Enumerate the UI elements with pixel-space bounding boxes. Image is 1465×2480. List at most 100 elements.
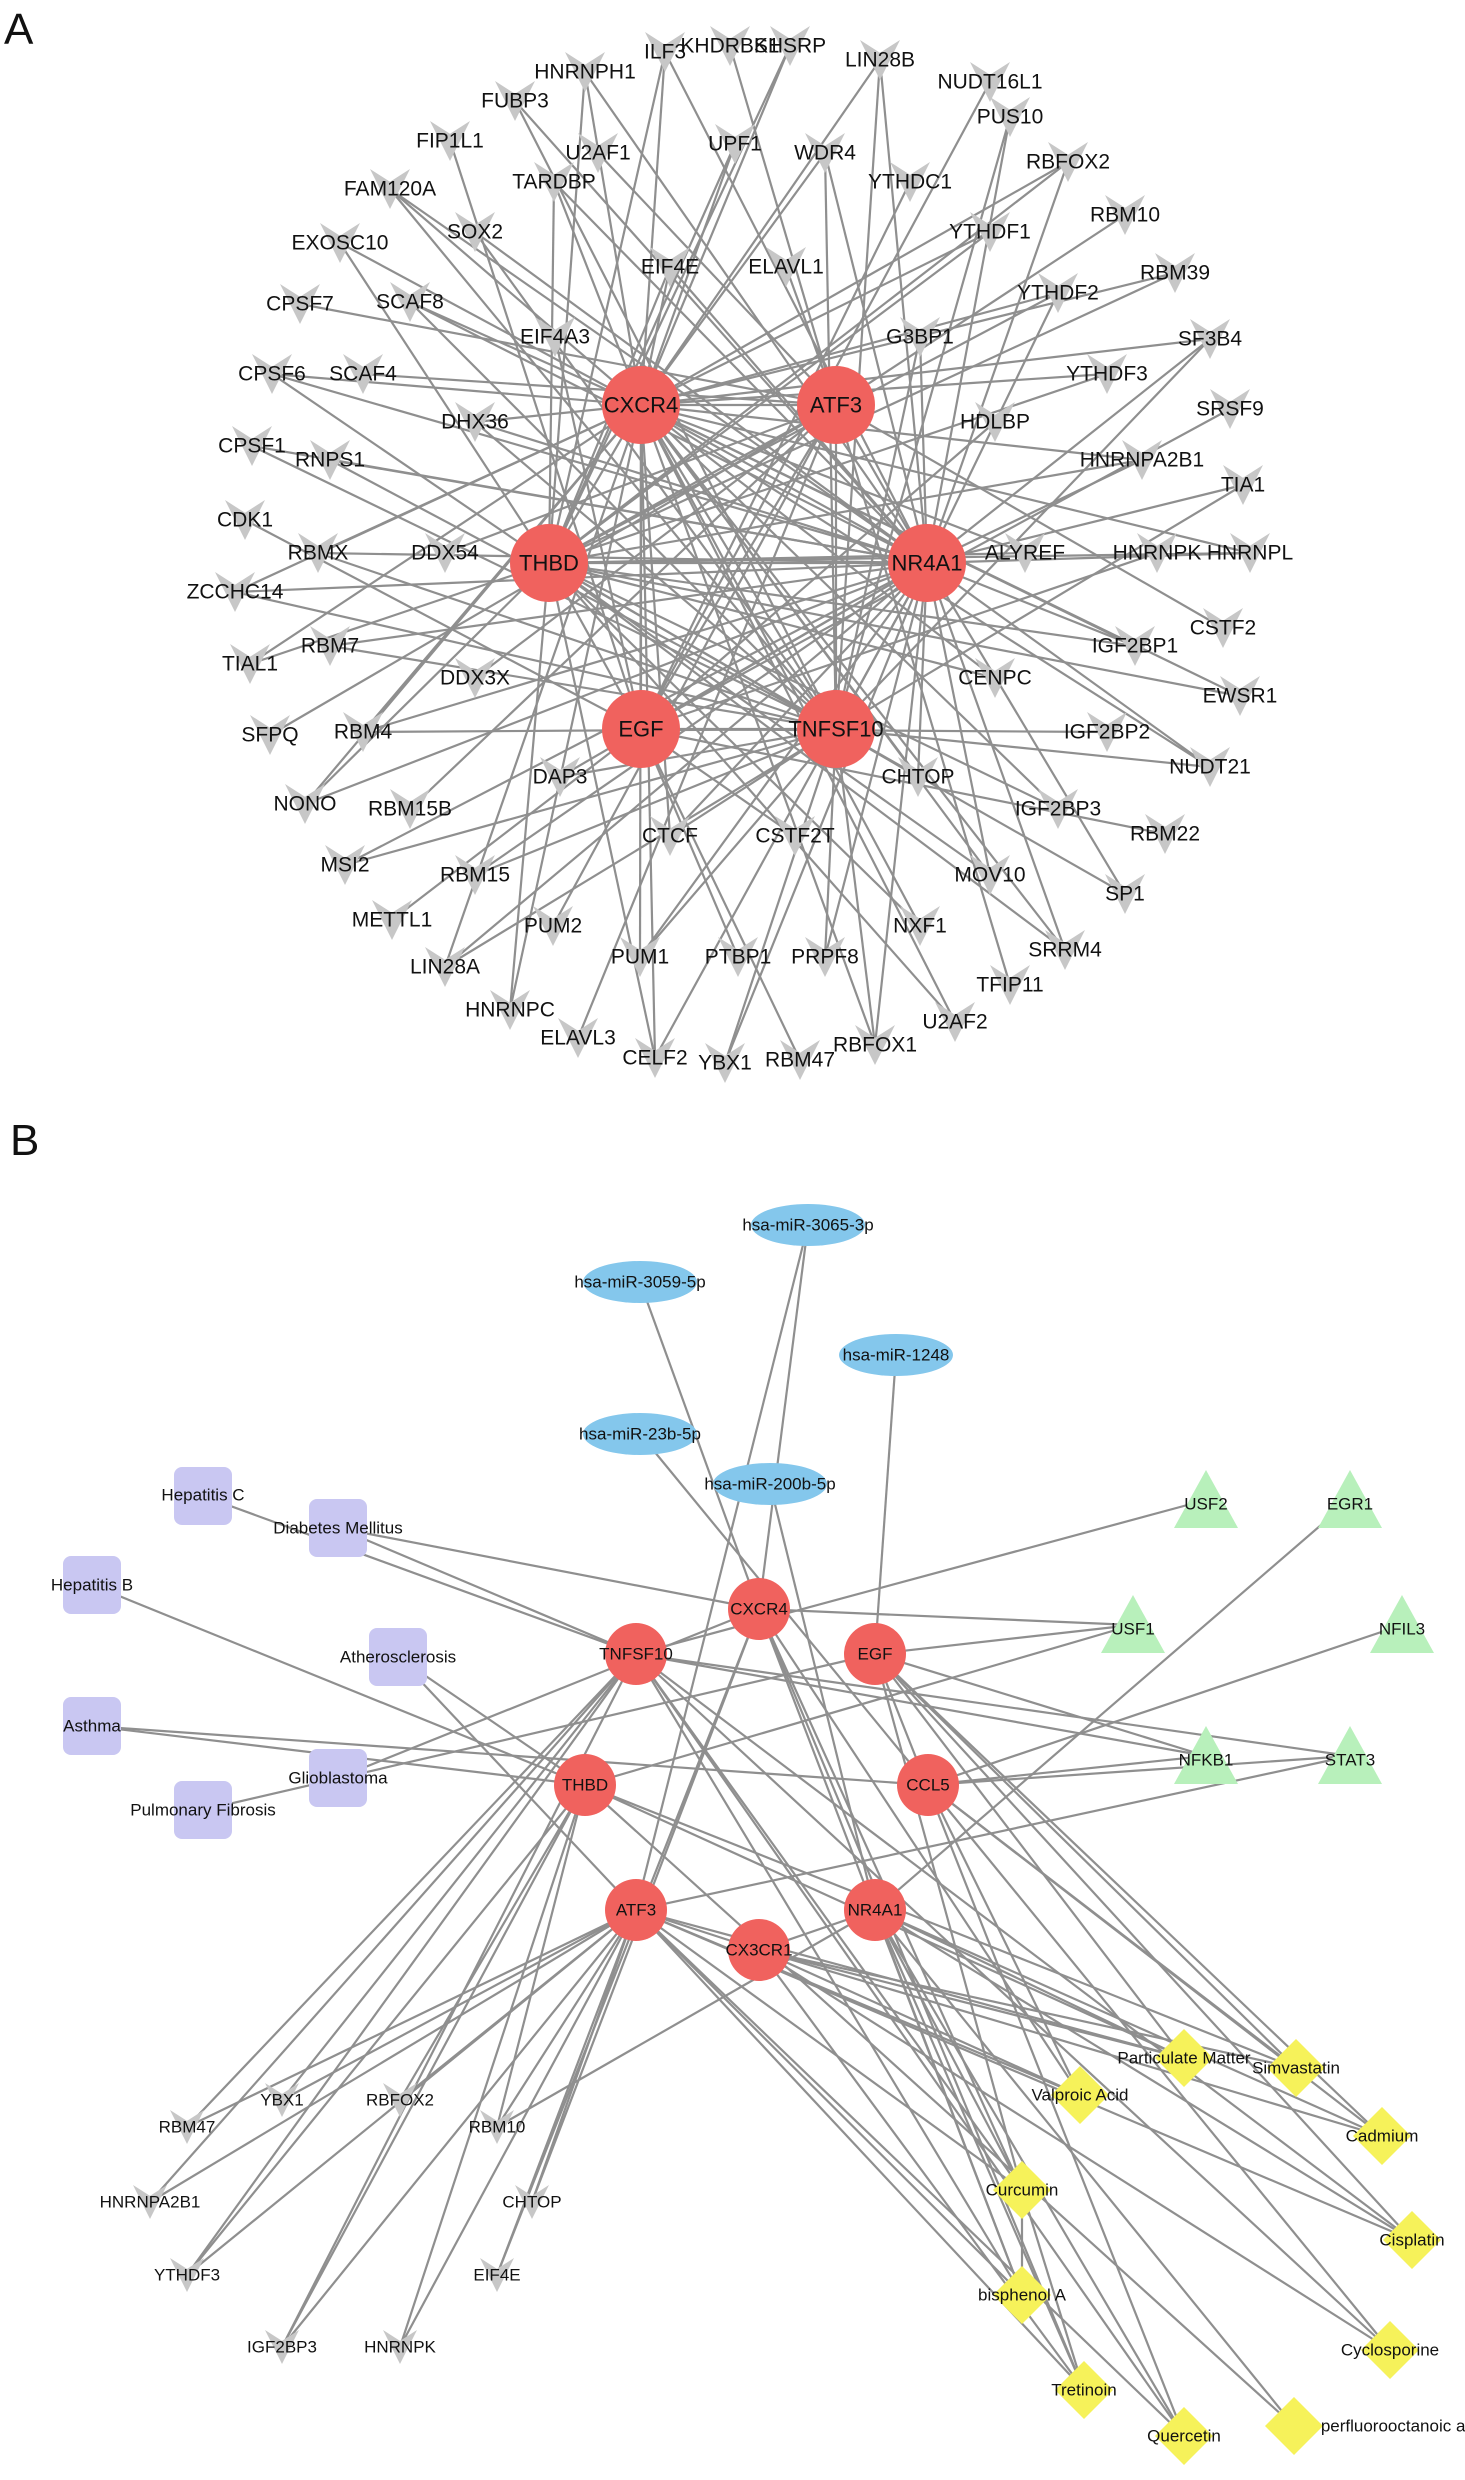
node-ythdf1-shape: [970, 212, 1010, 252]
edge-nr4a1-cadmium: [874, 1908, 1383, 2138]
disease-asthma-label: Asthma: [63, 1717, 121, 1736]
node-fip1l1: FIP1L1: [416, 121, 484, 161]
rbp-chtop-label: CHTOP: [502, 2193, 561, 2212]
node-sf3b4-shape: [1190, 319, 1230, 359]
hub-b-ccl5-label: CCL5: [906, 1776, 949, 1795]
chemical-particulate-matter: Particulate Matter: [1117, 2029, 1251, 2087]
rbp-ybx1: YBX1: [260, 2083, 304, 2117]
node-g3bp1-shape: [900, 317, 940, 357]
disease-atherosclerosis-shape: [369, 1628, 427, 1686]
node-cdk1-shape: [225, 500, 265, 540]
edge-thbd-mov10: [548, 562, 991, 876]
rbp-rbm47: RBM47: [159, 2110, 215, 2144]
node-tia1: TIA1: [1221, 465, 1265, 505]
node-scaf4: SCAF4: [329, 354, 397, 394]
panel-a-label: A: [4, 5, 34, 54]
disease-glioblastoma-shape: [309, 1749, 367, 1807]
node-srrm4-shape: [1045, 930, 1085, 970]
node-chtop-label: CHTOP: [881, 766, 954, 789]
hub-b-tnfsf10-circle: [605, 1623, 667, 1685]
chemical-perfluorooctanoic-acid-shape: [1265, 2397, 1323, 2455]
node-tia1-label: TIA1: [1221, 474, 1265, 497]
node-cenpc: CENPC: [958, 658, 1032, 698]
node-msi2-label: MSI2: [320, 854, 369, 877]
node-lin28a: LIN28A: [410, 947, 480, 987]
node-cstf2t: CSTF2T: [755, 816, 835, 856]
node-hnrnpk: HNRNPK: [1113, 533, 1201, 573]
edge-cxcr4-rbfox2: [640, 161, 1069, 406]
edge-thbd-rbfox2: [399, 1784, 586, 2101]
node-tia1-shape: [1223, 465, 1263, 505]
node-chtop-shape: [898, 757, 938, 797]
edge-atf3-ddx3x: [474, 404, 837, 679]
node-rbm15: RBM15: [440, 855, 510, 895]
edge-egf-hsa-mir-1248: [873, 1354, 898, 1655]
node-exosc10-shape: [320, 223, 360, 263]
edge-cxcr4-khsrp: [639, 45, 792, 406]
edge-thbd-celf2: [547, 562, 657, 1059]
node-mettl1-label: METTL1: [352, 909, 433, 932]
node-celf2-label: CELF2: [622, 1047, 687, 1070]
edge-egf-mettl1: [391, 728, 642, 921]
rbp-rbm10: RBM10: [469, 2110, 525, 2144]
node-rbfox1-shape: [855, 1025, 895, 1065]
node-exosc10: EXOSC10: [292, 223, 388, 263]
node-mettl1-shape: [372, 900, 412, 940]
chemical-simvastatin-shape: [1267, 2039, 1325, 2097]
node-ythdf2-label: YTHDF2: [1017, 282, 1099, 305]
edge-nr4a1-fubp3: [514, 100, 928, 564]
tf-egr1-shape: [1318, 1470, 1382, 1528]
node-ythdc1: YTHDC1: [868, 162, 952, 202]
chemical-curcumin-label: Curcumin: [986, 2181, 1059, 2200]
node-mov10-shape: [970, 855, 1010, 895]
hub-atf3: ATF3: [797, 366, 875, 444]
tf-usf2-label: USF2: [1184, 1495, 1227, 1514]
node-ptbp1-label: PTBP1: [705, 946, 772, 969]
node-cpsf7-label: CPSF7: [266, 293, 334, 316]
tf-egr1: EGR1: [1318, 1470, 1382, 1528]
rbp-hnrnpa2b1-label: HNRNPA2B1: [100, 2193, 201, 2212]
node-chtop: CHTOP: [881, 757, 955, 797]
node-ythdf2-shape: [1038, 273, 1078, 313]
chemical-valproic-acid-label: Valproic Acid: [1031, 2086, 1128, 2105]
hub-b-egf: EGF: [844, 1623, 906, 1685]
node-lin28b-label: LIN28B: [845, 49, 915, 72]
node-sp1-shape: [1105, 874, 1145, 914]
node-cstf2: CSTF2: [1190, 608, 1256, 648]
mirna-hsa-mir-23b-5p: hsa-miR-23b-5p: [579, 1413, 701, 1455]
node-lin28b-shape: [860, 40, 900, 80]
node-cpsf7: CPSF7: [266, 284, 334, 324]
edge-cx3cr1-valproic-acid: [758, 1948, 1081, 2097]
node-fip1l1-label: FIP1L1: [416, 130, 484, 153]
edge-egf-fip1l1: [448, 140, 643, 730]
node-rbm10-label: RBM10: [1090, 204, 1160, 227]
node-u2af1-shape: [578, 133, 618, 173]
rbp-rbm47-shape: [170, 2110, 204, 2144]
node-mettl1: METTL1: [352, 900, 433, 940]
node-rbm10-shape: [1105, 195, 1145, 235]
edge-thbd-hnrnpk: [398, 1784, 587, 2348]
mirna-hsa-mir-3065-3p-shape: [751, 1204, 865, 1246]
node-msi2: MSI2: [320, 845, 370, 885]
disease-pulmonary-fibrosis: Pulmonary Fibrosis: [130, 1781, 276, 1839]
node-cstf2t-label: CSTF2T: [755, 825, 835, 848]
node-hnrnpk-shape: [1137, 533, 1177, 573]
node-celf2-shape: [635, 1038, 675, 1078]
mirna-hsa-mir-3059-5p-label: hsa-miR-3059-5p: [574, 1273, 705, 1292]
edge-thbd-ilf3: [547, 51, 667, 564]
node-rbm15b: RBM15B: [368, 789, 452, 829]
node-ddx54-shape: [425, 533, 465, 573]
rbp-ythdf3: YTHDF3: [154, 2258, 220, 2292]
edge-thbd-rbm10: [495, 1784, 587, 2128]
rbp-ythdf3-label: YTHDF3: [154, 2266, 220, 2285]
node-cpsf1: CPSF1: [218, 426, 286, 466]
chemical-curcumin: Curcumin: [986, 2161, 1059, 2219]
chemical-cisplatin-label: Cisplatin: [1379, 2231, 1444, 2250]
edge-nr4a1-srrm4: [925, 562, 1067, 951]
node-ilf3: ILF3: [644, 32, 686, 72]
edge-nr4a1-cisplatin: [874, 1909, 1413, 2241]
node-pus10-shape: [990, 97, 1030, 137]
rbp-rbm10-shape: [480, 2110, 514, 2144]
edge-ccl5-simvastatin: [927, 1784, 1297, 2069]
node-scaf8: SCAF8: [376, 282, 444, 322]
